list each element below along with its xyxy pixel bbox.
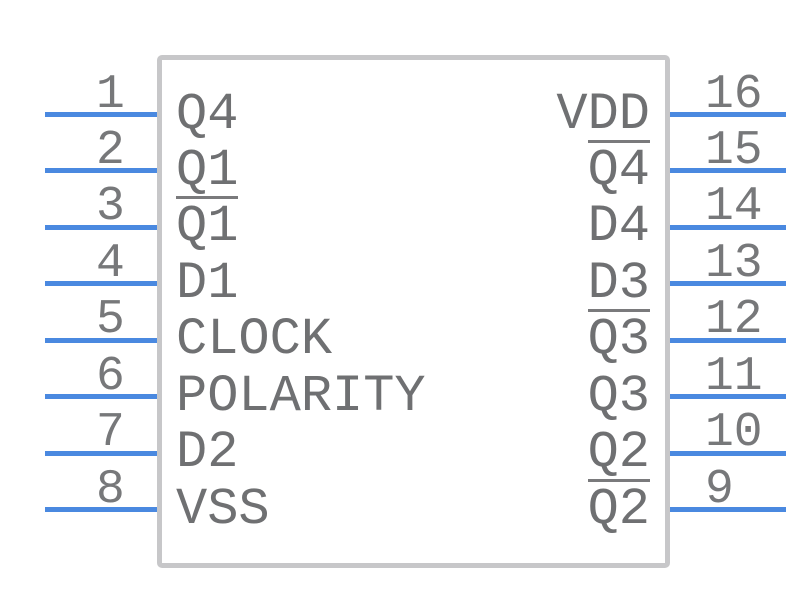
pin-number: 14 <box>705 180 763 235</box>
pin-wire <box>45 337 157 343</box>
pin-name: CLOCK <box>176 310 333 370</box>
pin-wire <box>670 337 786 343</box>
pin-number: 16 <box>705 67 763 122</box>
pin-number: 4 <box>96 236 125 291</box>
pin-number: 1 <box>96 67 125 122</box>
pin-number: 11 <box>705 349 763 404</box>
pin-name: VSS <box>176 479 270 539</box>
pin-name: Q1 <box>176 196 239 257</box>
pin-wire <box>670 281 786 287</box>
pin-name: Q2 <box>587 478 650 539</box>
symbol-body <box>157 55 670 568</box>
pin-wire <box>670 450 786 456</box>
pin-wire <box>670 507 786 512</box>
pin-wire <box>670 112 786 117</box>
pin-name: D3 <box>587 253 650 313</box>
pin-name: D4 <box>587 197 650 257</box>
pin-number: 13 <box>705 236 763 291</box>
pin-number: 3 <box>96 180 125 235</box>
pin-wire <box>45 168 157 174</box>
pin-number: 5 <box>96 293 125 348</box>
pin-name: Q3 <box>587 366 650 426</box>
pin-wire <box>45 507 157 512</box>
pin-number: 2 <box>96 123 125 178</box>
pin-name: POLARITY <box>176 366 426 426</box>
pin-number: 10 <box>705 406 763 461</box>
pin-name: D1 <box>176 253 239 313</box>
pin-name: D2 <box>176 423 239 483</box>
pin-number: 15 <box>705 123 763 178</box>
pin-wire <box>670 168 786 174</box>
pin-name: Q1 <box>176 140 239 200</box>
pin-wire <box>45 112 157 117</box>
pin-number: 7 <box>96 406 125 461</box>
pin-wire <box>670 224 786 230</box>
pin-number: 12 <box>705 293 763 348</box>
pin-name: Q3 <box>587 309 650 370</box>
pin-number: 8 <box>96 462 125 517</box>
pin-wire <box>670 394 786 400</box>
pin-wire <box>45 450 157 456</box>
pin-name: Q4 <box>587 139 650 200</box>
pin-name: Q2 <box>587 423 650 483</box>
pin-number: 9 <box>705 462 734 517</box>
pin-wire <box>45 224 157 230</box>
pin-name: VDD <box>556 84 650 144</box>
pin-wire <box>45 281 157 287</box>
pin-name: Q4 <box>176 84 239 144</box>
pin-wire <box>45 394 157 400</box>
pin-number: 6 <box>96 349 125 404</box>
